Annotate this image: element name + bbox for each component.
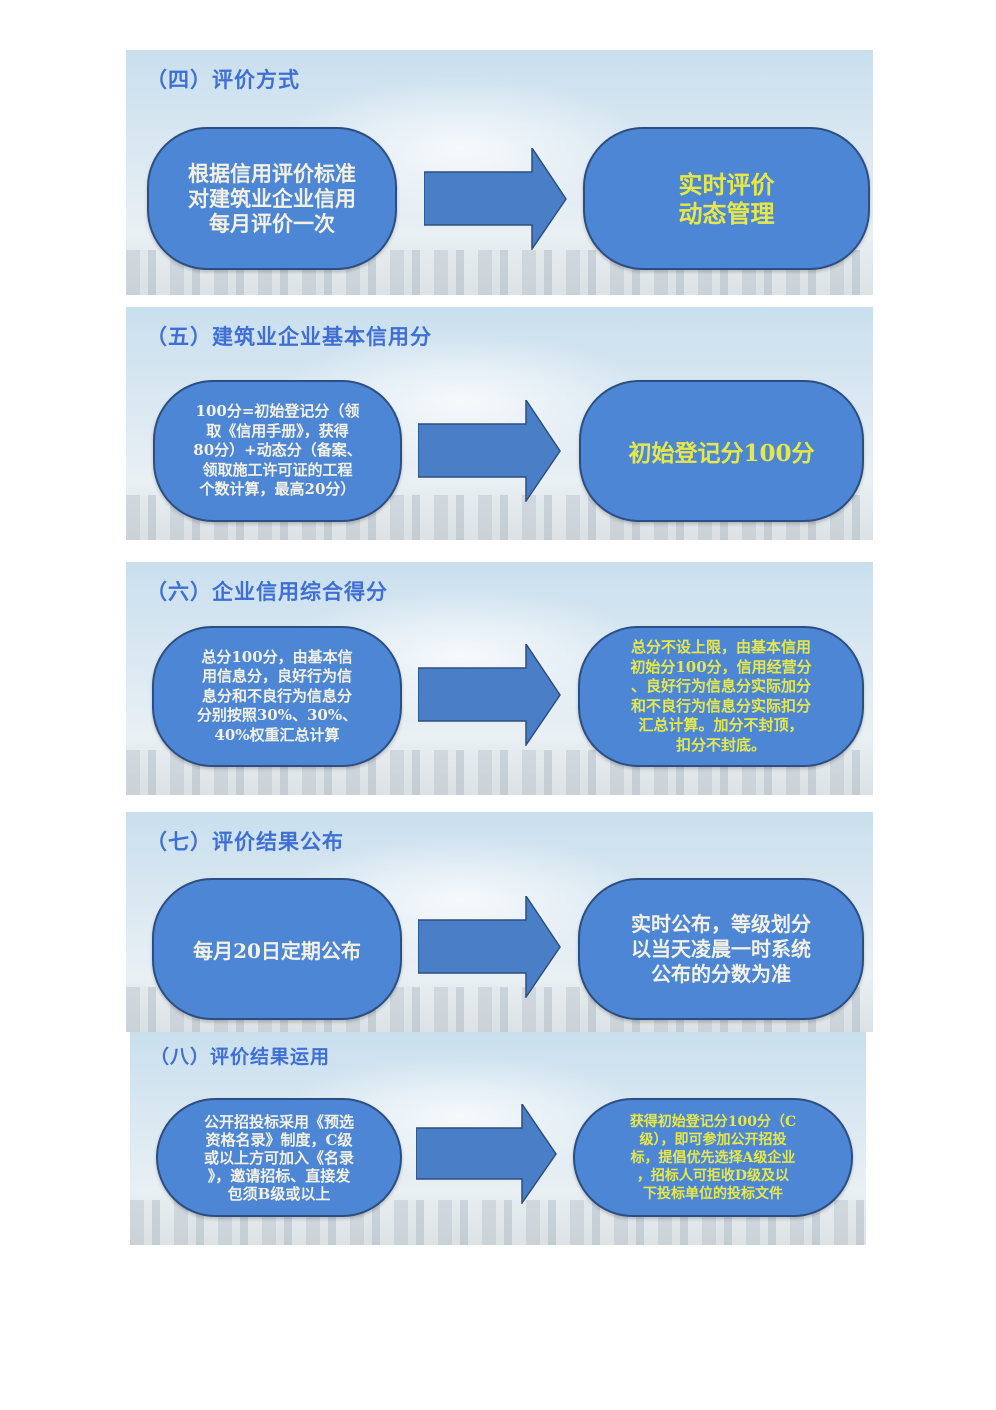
right-arrow-icon <box>418 400 561 502</box>
right-box: 初始登记分100分 <box>579 380 864 522</box>
right-box: 总分不设上限，由基本信用 初始分100分，信用经营分 、良好行为信息分实际加分 … <box>578 626 864 767</box>
right-box: 获得初始登记分100分（C 级），即可参加公开招投 标，提倡优先选择A级企业 ，… <box>573 1098 853 1217</box>
right-arrow-icon <box>424 148 567 250</box>
section-heading: （七）评价结果公布 <box>146 829 344 854</box>
left-box: 公开招投标采用《预选 资格名录》制度，C级 或以上方可加入《名录 》，邀请招标、… <box>156 1098 402 1217</box>
right-arrow-icon <box>418 644 561 746</box>
left-box: 每月20日定期公布 <box>152 878 402 1020</box>
section-heading: （六）企业信用综合得分 <box>146 579 388 604</box>
left-box: 根据信用评价标准 对建筑业企业信用 每月评价一次 <box>147 127 397 270</box>
left-box: 总分100分，由基本信 用信息分，良好行为信 息分和不良行为信息分 分别按照30… <box>152 626 402 767</box>
right-arrow-icon <box>418 896 561 998</box>
right-box: 实时公布，等级划分 以当天凌晨一时系统 公布的分数为准 <box>578 878 864 1020</box>
left-box: 100分=初始登记分（领 取《信用手册》，获得 80分）+动态分（备案、 领取施… <box>153 380 402 522</box>
right-box: 实时评价 动态管理 <box>583 127 870 270</box>
right-arrow-icon <box>416 1104 557 1204</box>
section-heading: （四）评价方式 <box>146 67 300 92</box>
section-heading: （八）评价结果运用 <box>150 1046 331 1068</box>
section-heading: （五）建筑业企业基本信用分 <box>146 324 432 349</box>
